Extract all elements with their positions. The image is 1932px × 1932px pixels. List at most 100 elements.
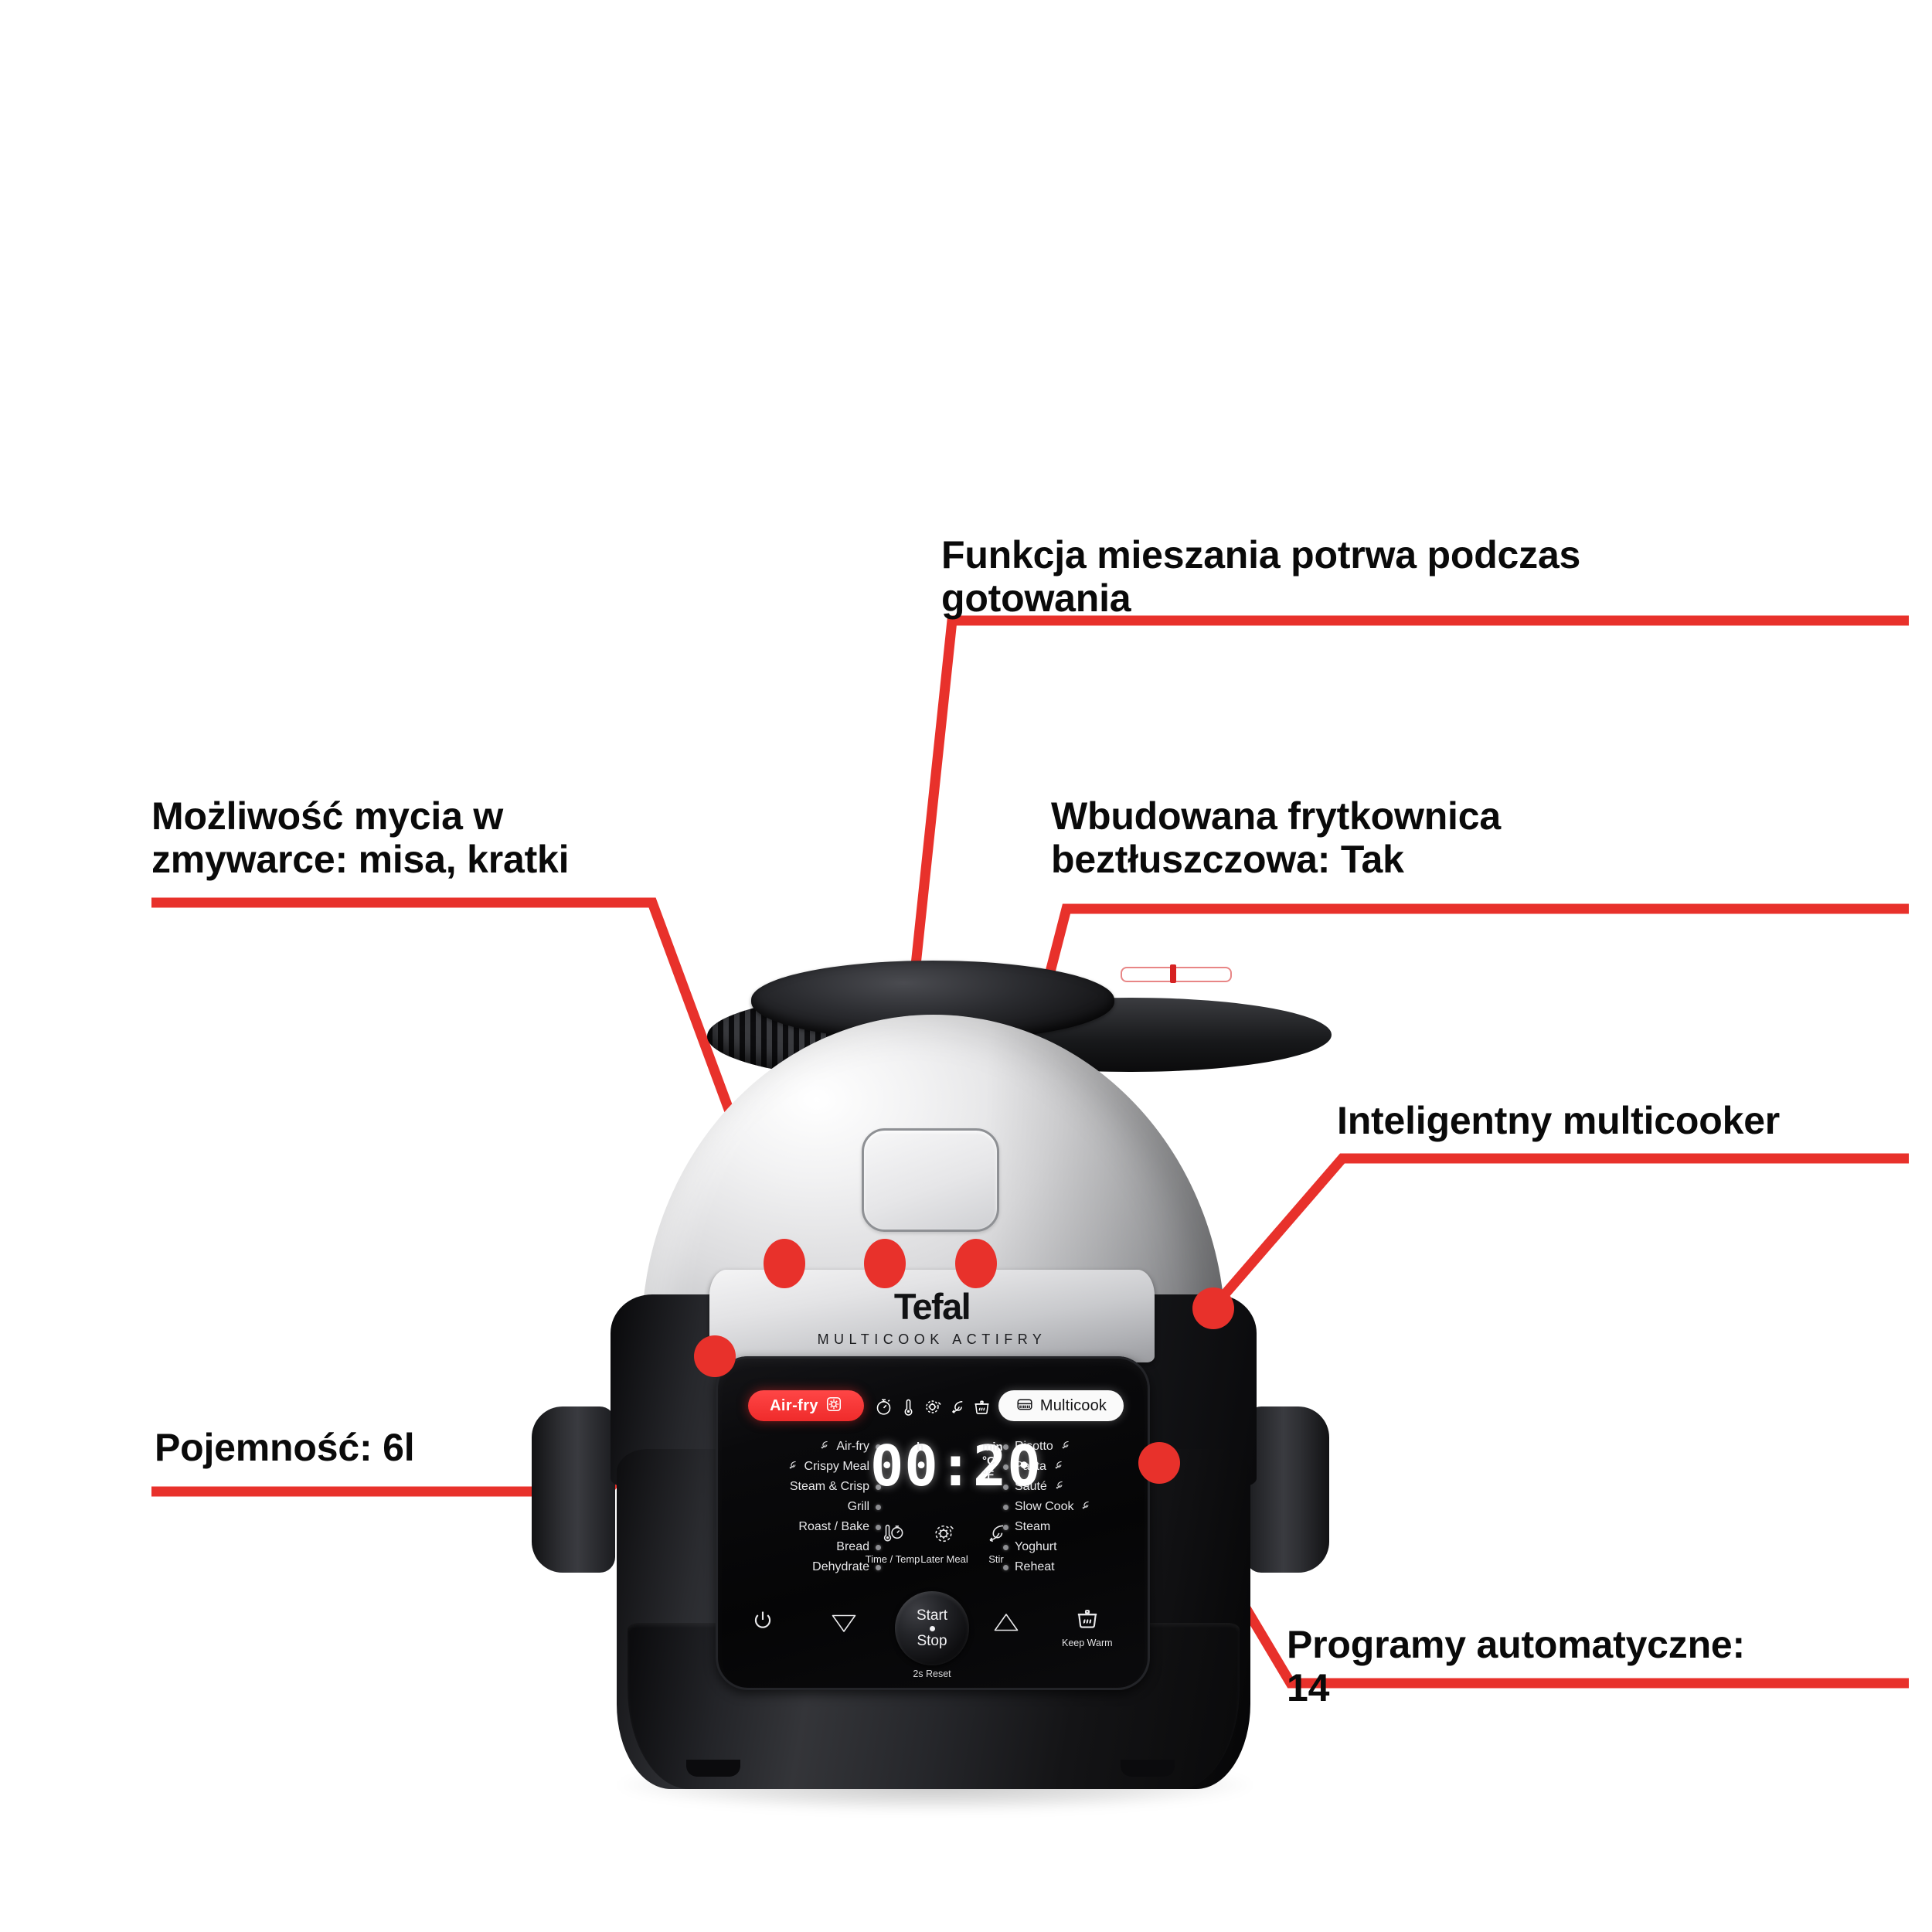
later-meal-icon[interactable] [923, 1397, 943, 1417]
timer-icon[interactable] [874, 1397, 893, 1417]
reset-hint-label: 2s Reset [913, 1668, 951, 1679]
callout-label-programs: Programy automatyczne: 14 [1287, 1623, 1745, 1709]
stir-icon [1053, 1459, 1064, 1475]
program-indicator-dot [1003, 1444, 1009, 1450]
later-meal-icon [931, 1520, 957, 1550]
side-handle-left [532, 1406, 615, 1573]
stir-icon [818, 1439, 830, 1454]
display-unit-fahrenheit: °F [982, 1468, 995, 1481]
program-indicator-dot [1003, 1464, 1009, 1470]
keep-warm-label: Keep Warm [1062, 1638, 1113, 1648]
callout-label-multicooker: Inteligentny multicooker [1337, 1099, 1781, 1142]
display-unit-celsius: °C [982, 1454, 995, 1468]
function-button-row: Time / Temp Later Meal [866, 1520, 1022, 1565]
program-item[interactable]: Pasta [1003, 1457, 1138, 1477]
program-item[interactable]: Steam [1003, 1517, 1138, 1537]
program-indicator-dot [1003, 1524, 1009, 1530]
base-foot-right [1121, 1760, 1175, 1777]
control-panel[interactable]: Air-fry [716, 1356, 1150, 1690]
program-item[interactable]: Crispy Meal [734, 1457, 881, 1477]
basket-icon [1015, 1395, 1034, 1417]
side-handle-right [1246, 1406, 1329, 1573]
program-indicator-dot [1003, 1484, 1009, 1490]
callout-label-stir: Funkcja mieszania potrwa podczas gotowan… [941, 533, 1581, 620]
program-indicator-dot [1003, 1504, 1009, 1510]
program-indicator-dot [876, 1544, 881, 1550]
program-item[interactable]: Bread [734, 1537, 881, 1557]
display-units: min °C °F [982, 1441, 1003, 1481]
multicook-pill[interactable]: Multicook [998, 1390, 1124, 1421]
program-indicator-dot [876, 1444, 881, 1450]
stop-label: Stop [917, 1632, 947, 1649]
program-list-right: Risotto Pasta Sauté [1003, 1437, 1138, 1577]
program-label: Steam [1015, 1520, 1051, 1533]
program-list-left: Air-fry Crispy Meal Steam & Crisp Grill [734, 1437, 881, 1577]
triangle-down-icon [830, 1611, 858, 1638]
program-indicator-dot [1003, 1564, 1009, 1570]
time-temp-icon [879, 1520, 906, 1550]
model-line: MULTICOOK ACTIFRY [817, 1331, 1047, 1347]
display-unit-min: min [982, 1440, 1003, 1454]
callout-dot-programs[interactable] [1138, 1442, 1180, 1484]
program-item[interactable]: Risotto [1003, 1437, 1138, 1457]
program-indicator-dot [876, 1464, 881, 1470]
program-label: Pasta [1015, 1460, 1046, 1473]
program-item[interactable]: Sauté [1003, 1477, 1138, 1497]
callout-dot-stir[interactable] [864, 1239, 906, 1288]
start-label: Start [916, 1607, 948, 1624]
stir-icon [983, 1520, 1009, 1550]
control-bottom-row: Start Stop 2s Reset [743, 1588, 1124, 1679]
air-fry-icon [825, 1396, 842, 1417]
increase-button[interactable] [992, 1611, 1020, 1638]
function-button-time-temp[interactable]: Time / Temp [866, 1520, 920, 1565]
stir-icon [1060, 1439, 1071, 1454]
program-item[interactable]: Reheat [1003, 1557, 1138, 1577]
program-indicator-dot [876, 1484, 881, 1490]
stir-icon[interactable] [947, 1397, 967, 1417]
power-icon [750, 1608, 776, 1638]
keep-warm-pot-icon [1073, 1605, 1102, 1635]
start-stop-button[interactable]: Start Stop [895, 1591, 969, 1665]
product-image-tefal-multicook-actifry: Tefal MULTICOOK ACTIFRY Air-fry [510, 961, 1352, 1835]
lid-valve-marking [1121, 964, 1232, 983]
callout-label-airfryer: Wbudowana frytkownica beztłuszczowa: Tak [1051, 794, 1501, 881]
callout-dot-capacity[interactable] [694, 1335, 736, 1377]
led-display: 00:20 min °C °F h [870, 1438, 1041, 1511]
keep-warm-button[interactable]: Keep Warm [1062, 1605, 1113, 1648]
program-item[interactable]: Dehydrate [734, 1557, 881, 1577]
triangle-up-icon [992, 1611, 1020, 1638]
program-item[interactable]: Steam & Crisp [734, 1477, 881, 1497]
function-button-later-meal[interactable]: Later Meal [919, 1520, 970, 1565]
mode-pill-air-fry[interactable]: Air-fry [748, 1390, 864, 1421]
program-indicator-dot [876, 1524, 881, 1530]
start-stop-separator-dot [929, 1625, 935, 1631]
program-label: Crispy Meal [804, 1460, 869, 1473]
program-label: Air-fry [836, 1440, 869, 1453]
program-label: Grill [847, 1500, 869, 1513]
function-button-stir[interactable]: Stir [971, 1520, 1022, 1565]
keep-warm-pot-icon[interactable] [972, 1397, 992, 1417]
callout-dot-multicooker[interactable] [1192, 1287, 1234, 1329]
lid-release-button[interactable] [862, 1128, 999, 1232]
program-item[interactable]: Slow Cook [1003, 1497, 1138, 1517]
stir-icon [1053, 1479, 1065, 1495]
callout-dot-airfryer[interactable] [955, 1239, 997, 1288]
program-item[interactable]: Yoghurt [1003, 1537, 1138, 1557]
program-label: Steam & Crisp [789, 1480, 869, 1493]
thermometer-icon[interactable] [899, 1397, 918, 1417]
program-label: Yoghurt [1015, 1540, 1057, 1553]
program-indicator-dot [876, 1504, 881, 1510]
program-label: Bread [836, 1540, 869, 1553]
multicook-pill-label: Multicook [1039, 1396, 1107, 1414]
callout-dot-dishwasher[interactable] [764, 1239, 805, 1288]
stir-icon [787, 1459, 798, 1475]
base-foot-left [686, 1760, 740, 1777]
program-label: Slow Cook [1015, 1500, 1074, 1513]
display-unit-hour: h [917, 1440, 924, 1454]
decrease-button[interactable] [830, 1611, 858, 1638]
program-item[interactable]: Grill [734, 1497, 881, 1517]
power-button[interactable] [750, 1608, 776, 1638]
program-item[interactable]: Air-fry [734, 1437, 881, 1457]
program-item[interactable]: Roast / Bake [734, 1517, 881, 1537]
